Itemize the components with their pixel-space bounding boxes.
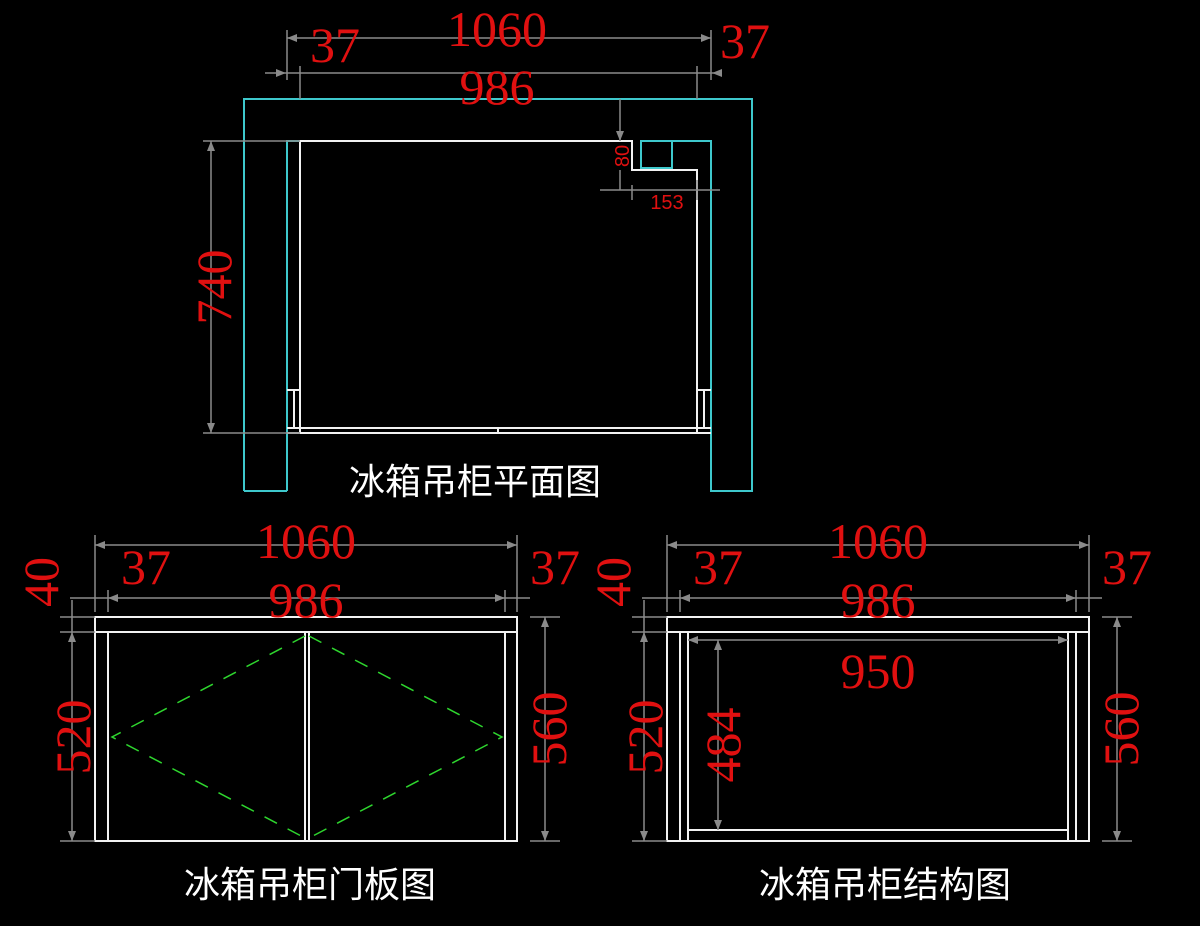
plan-notch-box <box>640 140 673 169</box>
door-dim-side-left: 37 <box>121 539 171 595</box>
plan-dim-side-right: 37 <box>720 13 770 69</box>
structure-dim-inner-width: 986 <box>841 572 916 628</box>
plan-dim-lines <box>203 30 720 434</box>
plan-dim-depth: 740 <box>186 250 242 325</box>
structure-dim-total-height: 560 <box>1093 692 1149 767</box>
plan-view: 1060 986 37 37 740 80 153 冰箱吊柜平面图 <box>186 1 770 503</box>
plan-view-title: 冰箱吊柜平面图 <box>349 462 601 503</box>
structure-view: 1060 986 37 37 40 520 560 950 484 冰箱吊柜结构… <box>585 513 1152 906</box>
plan-dim-side-left: 37 <box>310 17 360 73</box>
plan-door-line <box>287 427 711 434</box>
plan-dim-total-width: 1060 <box>447 1 547 57</box>
door-dim-total-height: 560 <box>521 692 577 767</box>
structure-dim-side-right: 37 <box>1102 539 1152 595</box>
plan-inner-outline <box>299 140 698 434</box>
door-swing-left <box>110 635 306 839</box>
door-dim-side-right: 37 <box>530 539 580 595</box>
structure-view-title: 冰箱吊柜结构图 <box>759 865 1011 906</box>
structure-dim-side-left: 37 <box>693 539 743 595</box>
plan-dim-notch-depth: 80 <box>612 145 634 167</box>
door-swing-right <box>308 635 504 839</box>
door-view: 1060 986 37 37 40 520 560 冰箱吊柜门板图 <box>13 513 580 906</box>
structure-dim-clear-width: 950 <box>841 643 916 699</box>
structure-dim-total-width: 1060 <box>828 513 928 569</box>
structure-dim-top: 40 <box>585 557 641 607</box>
structure-body-outline <box>666 632 1090 842</box>
plan-hinge-left <box>287 389 300 428</box>
plan-dim-notch-width: 153 <box>650 192 683 214</box>
plan-hinge-right <box>697 389 711 428</box>
structure-top-board <box>666 616 1090 633</box>
plan-dim-inner-width: 986 <box>460 59 535 115</box>
structure-dim-door-height: 520 <box>617 700 673 775</box>
structure-dim-clear-height: 484 <box>695 708 751 783</box>
door-dim-inner-width: 986 <box>269 572 344 628</box>
door-dim-top: 40 <box>13 557 69 607</box>
door-dim-door-height: 520 <box>45 700 101 775</box>
door-dim-total-width: 1060 <box>256 513 356 569</box>
door-view-title: 冰箱吊柜门板图 <box>184 865 436 906</box>
door-body-outline <box>94 632 518 842</box>
